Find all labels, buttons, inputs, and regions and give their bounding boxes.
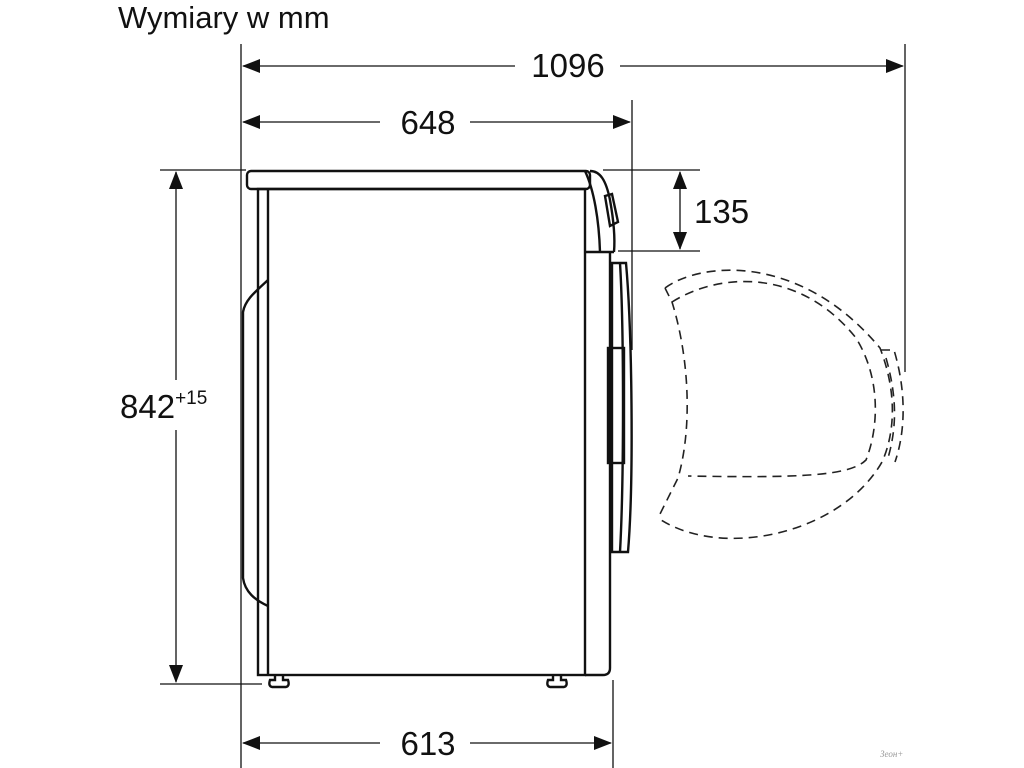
open-door-outline — [657, 269, 904, 540]
dimension-1096: 1096 — [242, 47, 904, 84]
dimension-label-648: 648 — [400, 104, 455, 141]
dimension-613: 613 — [242, 725, 612, 762]
dimension-135: 135 — [673, 171, 749, 250]
dimension-label-842: 842+15 — [120, 388, 207, 425]
dimension-label-1096: 1096 — [531, 47, 604, 84]
dimension-648: 648 — [242, 104, 631, 141]
extension-lines — [160, 44, 906, 768]
dryer-side-view — [241, 169, 633, 689]
dimension-label-135: 135 — [694, 193, 749, 230]
watermark: Зеон+ — [880, 749, 903, 759]
dimension-842: 842+15 — [120, 171, 207, 683]
drawing-title: Wymiary w mm — [118, 0, 330, 35]
dimension-label-613: 613 — [400, 725, 455, 762]
